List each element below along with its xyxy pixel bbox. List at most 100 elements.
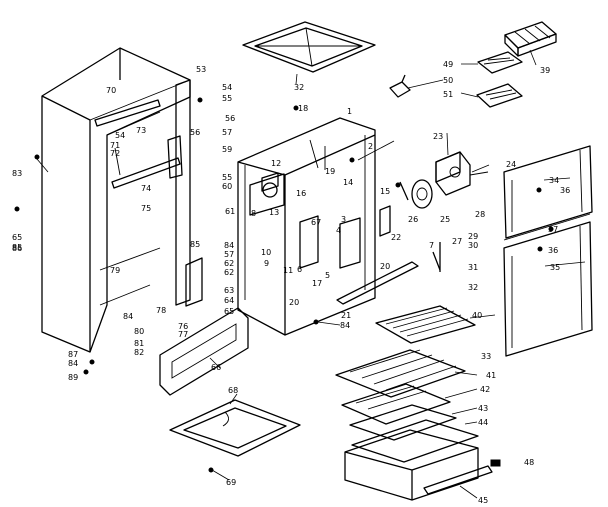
callout-7: 7 — [429, 241, 434, 250]
callout-11: 11 — [283, 266, 293, 275]
fan-motor-part — [435, 151, 489, 196]
callout-78: 78 — [156, 306, 166, 315]
callout-33: 33 — [481, 352, 491, 361]
callout-66: 66 — [211, 363, 221, 372]
inner-liner-part — [237, 117, 376, 336]
callout-73: 73 — [136, 126, 146, 135]
callout-89: 89 — [68, 373, 78, 382]
evaporator-cover-part — [249, 139, 361, 269]
callout-27: 27 — [452, 237, 462, 246]
callout-83: 83 — [12, 169, 22, 178]
callout-5: 5 — [325, 271, 330, 280]
center-post-part — [167, 79, 203, 307]
callout-labels: 1 2 3 4 5 6 7 8 9 10 11 12 13 14 15 16 1… — [12, 60, 570, 505]
callout-79: 79 — [110, 266, 120, 275]
callout-21: 21 — [341, 311, 351, 320]
callout-57b: 57 — [224, 250, 234, 259]
callout-32a: 32 — [294, 83, 304, 92]
top-tray-part — [242, 21, 376, 73]
callout-29: 29 — [468, 232, 478, 241]
doors-part — [503, 145, 593, 357]
bracket-22-part — [379, 205, 391, 237]
callout-44: 44 — [478, 418, 488, 427]
callout-58: 55 — [222, 173, 232, 182]
callout-41: 41 — [486, 371, 496, 380]
crisper-part — [344, 419, 493, 501]
callout-75: 75 — [141, 204, 151, 213]
callout-62b: 62 — [224, 268, 234, 277]
callout-84d: 84 — [68, 359, 78, 368]
callout-13: 13 — [269, 208, 279, 217]
callout-36a: 36 — [560, 186, 570, 195]
callout-2: 2 — [368, 142, 373, 151]
callout-20a: 20 — [289, 298, 299, 307]
base-grille-part — [159, 307, 249, 396]
callout-48: 48 — [524, 458, 534, 467]
callout-22: 22 — [391, 233, 401, 242]
callout-4: 4 — [336, 226, 341, 235]
bolt-7-part — [432, 242, 441, 272]
callout-45: 45 — [478, 496, 488, 505]
callout-54b: 54 — [115, 131, 125, 140]
callout-63: 63 — [224, 286, 234, 295]
callout-61: 61 — [225, 207, 235, 216]
callout-14: 14 — [343, 178, 353, 187]
callout-32b: 32 — [468, 283, 478, 292]
callout-15: 15 — [380, 187, 390, 196]
callout-70: 70 — [106, 86, 116, 95]
callout-20b: 20 — [380, 262, 390, 271]
callout-39: 39 — [540, 66, 550, 75]
callout-64: 64 — [224, 296, 234, 305]
ice-scoop-part — [389, 74, 411, 98]
callout-54a: 54 — [222, 83, 232, 92]
callout-26: 26 — [408, 215, 418, 224]
callout-71: 71 — [110, 141, 120, 150]
callout-17: 17 — [312, 279, 322, 288]
callout-82: 82 — [134, 348, 144, 357]
callout-3: 3 — [341, 215, 346, 224]
cabinet-shell-part — [41, 47, 191, 353]
callout-60: 60 — [222, 182, 232, 191]
callout-55: 55 — [222, 94, 232, 103]
callout-84a: 84 — [224, 241, 234, 250]
callout-77: 77 — [178, 330, 188, 339]
leader-lines — [36, 49, 586, 499]
callout-56a: 56 — [225, 114, 235, 123]
callout-28: 28 — [475, 210, 485, 219]
callout-30: 30 — [468, 241, 478, 250]
callout-10: 10 — [261, 248, 271, 257]
callout-36b: 36 — [548, 246, 558, 255]
callout-8: 8 — [251, 209, 256, 218]
callout-85b: 85 — [12, 243, 22, 252]
callout-19: 19 — [325, 167, 335, 176]
callout-53: 53 — [196, 65, 206, 74]
callout-49: 49 — [443, 60, 453, 69]
hardware-dots-part — [14, 97, 554, 473]
callout-69: 69 — [226, 478, 236, 487]
callout-25: 25 — [440, 215, 450, 224]
ice-trays-part — [476, 21, 557, 108]
callout-50: 50 — [443, 76, 453, 85]
callout-65b: 65 — [12, 233, 22, 242]
callout-6: 6 — [297, 265, 302, 274]
callout-87: 87 — [68, 350, 78, 359]
bottom-rail-part — [336, 261, 419, 305]
callout-12: 12 — [271, 159, 281, 168]
callout-65a: 65 — [224, 307, 234, 316]
callout-59: 59 — [222, 145, 232, 154]
drain-pan-part — [169, 399, 301, 457]
callout-37: 37 — [548, 225, 558, 234]
callout-74: 74 — [141, 184, 151, 193]
callout-16: 16 — [296, 189, 306, 198]
callout-84b: 84 — [123, 312, 133, 321]
cabinet-rails-part — [94, 99, 181, 306]
callout-23: 23 — [433, 132, 443, 141]
callout-40: 40 — [472, 311, 482, 320]
callout-81: 81 — [134, 339, 144, 348]
callout-84c: 84 — [340, 321, 350, 330]
callout-57a: 57 — [222, 128, 232, 137]
callout-34: 34 — [549, 176, 559, 185]
callout-67: 67 — [311, 218, 321, 227]
callout-85a: 85 — [190, 240, 200, 249]
